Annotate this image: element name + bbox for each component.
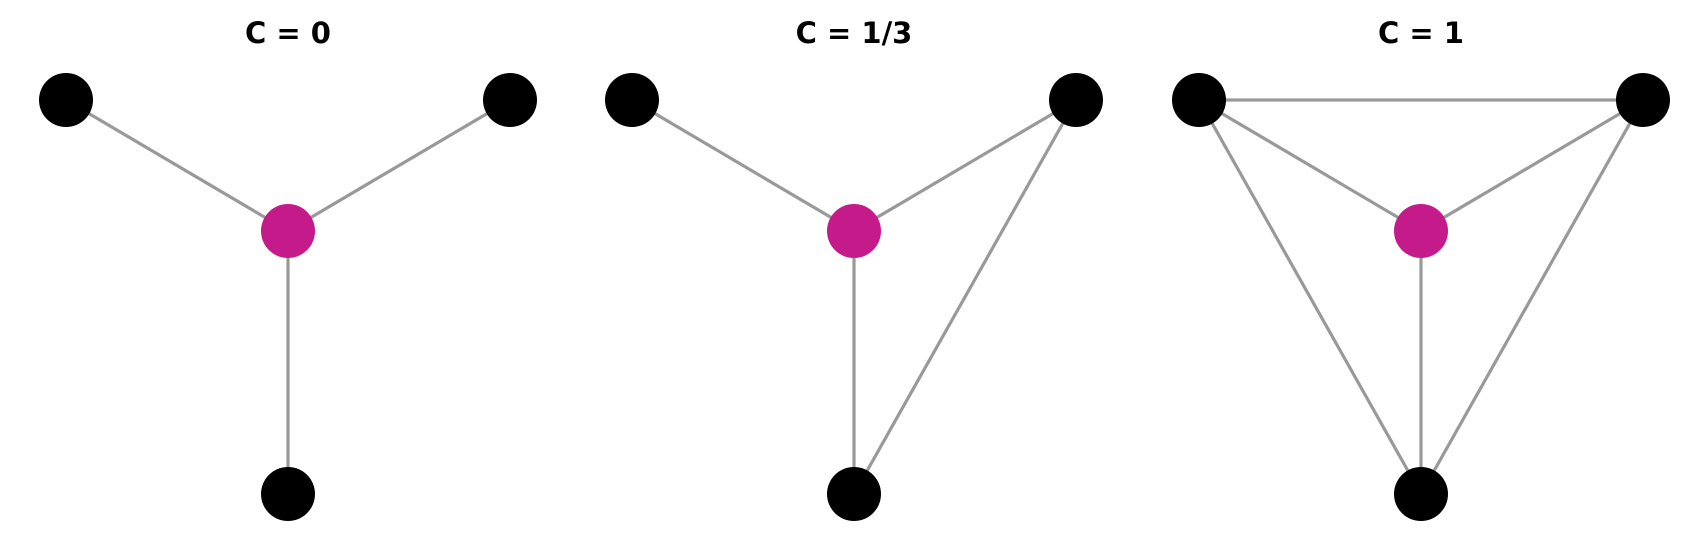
panel-title: C = 1 bbox=[1378, 16, 1464, 50]
center-node bbox=[1394, 204, 1448, 258]
neighbor-node-bottom bbox=[261, 467, 315, 521]
edge-center-right bbox=[287, 98, 511, 233]
edge-center-left bbox=[631, 98, 855, 233]
edge-left-bottom bbox=[1197, 99, 1423, 495]
edge-center-left bbox=[65, 98, 289, 233]
neighbor-node-right bbox=[483, 73, 537, 127]
neighbor-node-left bbox=[605, 73, 659, 127]
neighbor-node-right bbox=[1616, 73, 1670, 127]
center-node bbox=[827, 204, 881, 258]
neighbor-node-left bbox=[1172, 73, 1226, 127]
panel-c-one-third: C = 1/3 bbox=[605, 16, 1103, 521]
neighbor-node-bottom bbox=[1394, 467, 1448, 521]
edge-center-right bbox=[1420, 98, 1644, 233]
center-node bbox=[261, 204, 315, 258]
edge-right-bottom bbox=[1419, 99, 1645, 495]
panel-c-0: C = 0 bbox=[39, 16, 537, 521]
neighbor-node-left bbox=[39, 73, 93, 127]
panel-title: C = 0 bbox=[245, 16, 331, 50]
edge-right-bottom bbox=[852, 99, 1078, 495]
neighbor-node-right bbox=[1049, 73, 1103, 127]
neighbor-node-bottom bbox=[827, 467, 881, 521]
edge-center-left bbox=[1198, 98, 1422, 233]
panel-title: C = 1/3 bbox=[796, 16, 913, 50]
panel-c-1: C = 1 bbox=[1172, 16, 1670, 521]
edge-center-right bbox=[853, 98, 1077, 233]
